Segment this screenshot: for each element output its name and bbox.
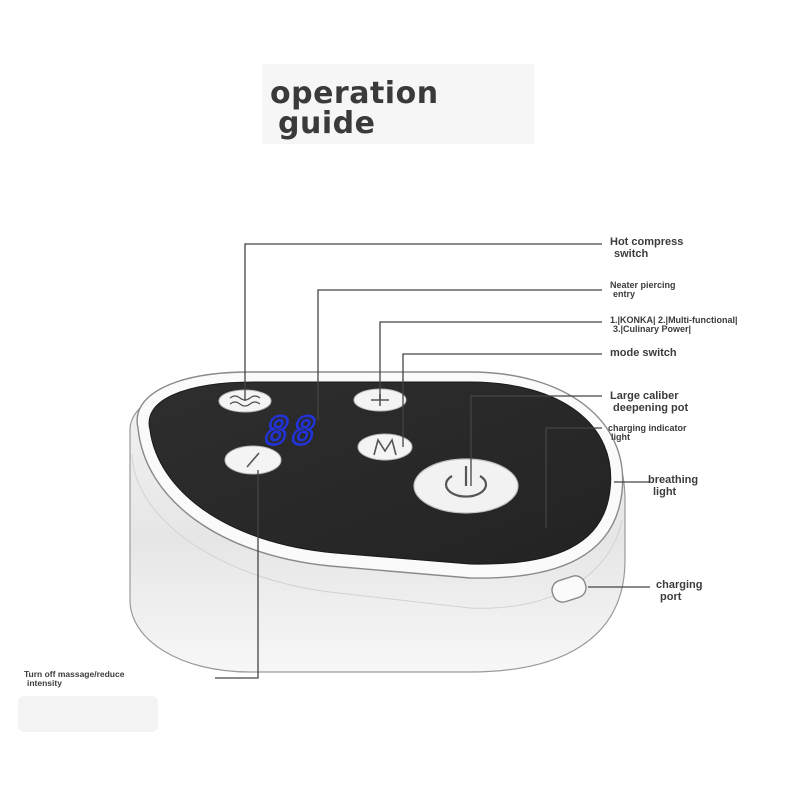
title-line-2: guide — [278, 106, 376, 141]
control-panel — [148, 381, 612, 565]
leader-large-caliber — [470, 395, 602, 486]
label-line: Neater piercing — [610, 280, 676, 290]
leader-neater-piercing — [317, 289, 602, 420]
label-line: light — [611, 432, 630, 443]
digital-display: 88 — [259, 408, 326, 455]
label-breathing-light: breathing light — [648, 474, 699, 498]
label-mode-switch: mode switch — [610, 347, 677, 360]
label-line: port — [660, 590, 682, 603]
m-mode-icon — [373, 438, 397, 456]
mode-button[interactable] — [357, 433, 413, 461]
label-turn-off-massage: Turn off massage/reduce intensity — [24, 670, 124, 688]
label-line: breathing — [648, 474, 699, 486]
minus-icon — [246, 452, 260, 468]
label-charging-indicator-light: charging indicator light — [608, 423, 687, 443]
label-line: 3.|Culinary Power| — [613, 324, 692, 335]
label-line: Turn off massage/reduce — [24, 669, 125, 679]
leader-hot-compress — [244, 243, 602, 401]
power-button[interactable] — [413, 458, 519, 514]
faded-text-artifact — [18, 696, 158, 732]
leader-brand — [379, 321, 602, 400]
label-line: charging — [656, 579, 703, 591]
label-line: intensity — [27, 677, 62, 688]
label-hot-compress-switch: Hot compress switch — [610, 236, 684, 260]
label-line: mode switch — [610, 347, 677, 359]
charging-port — [551, 575, 587, 603]
title-line-1: operation — [270, 76, 439, 111]
label-large-caliber: Large caliber deepening pot — [610, 390, 689, 414]
power-icon — [444, 466, 488, 498]
title-block: operation guide — [262, 64, 534, 144]
label-line: charging indicator — [608, 423, 687, 433]
minus-button[interactable] — [224, 445, 282, 475]
display-digits: 88 — [260, 410, 325, 454]
label-line: 1.|KONKA| 2.|Multi-functional| — [610, 315, 738, 325]
label-line: switch — [614, 247, 649, 260]
leader-turn-off — [215, 470, 259, 679]
leader-charging-indicator — [545, 427, 602, 528]
label-line: deepening pot — [613, 401, 689, 414]
label-line: entry — [613, 289, 636, 300]
label-brand-options: 1.|KONKA| 2.|Multi-functional| 3.|Culina… — [610, 315, 738, 335]
label-neater-piercing-entry: Neater piercing entry — [610, 280, 676, 300]
leader-mode-switch — [402, 353, 602, 447]
label-charging-port: charging port — [656, 579, 703, 603]
leader-lines — [215, 243, 650, 679]
label-line: Large caliber — [610, 390, 679, 402]
label-line: light — [653, 485, 677, 498]
label-line: Hot compress — [610, 236, 684, 248]
